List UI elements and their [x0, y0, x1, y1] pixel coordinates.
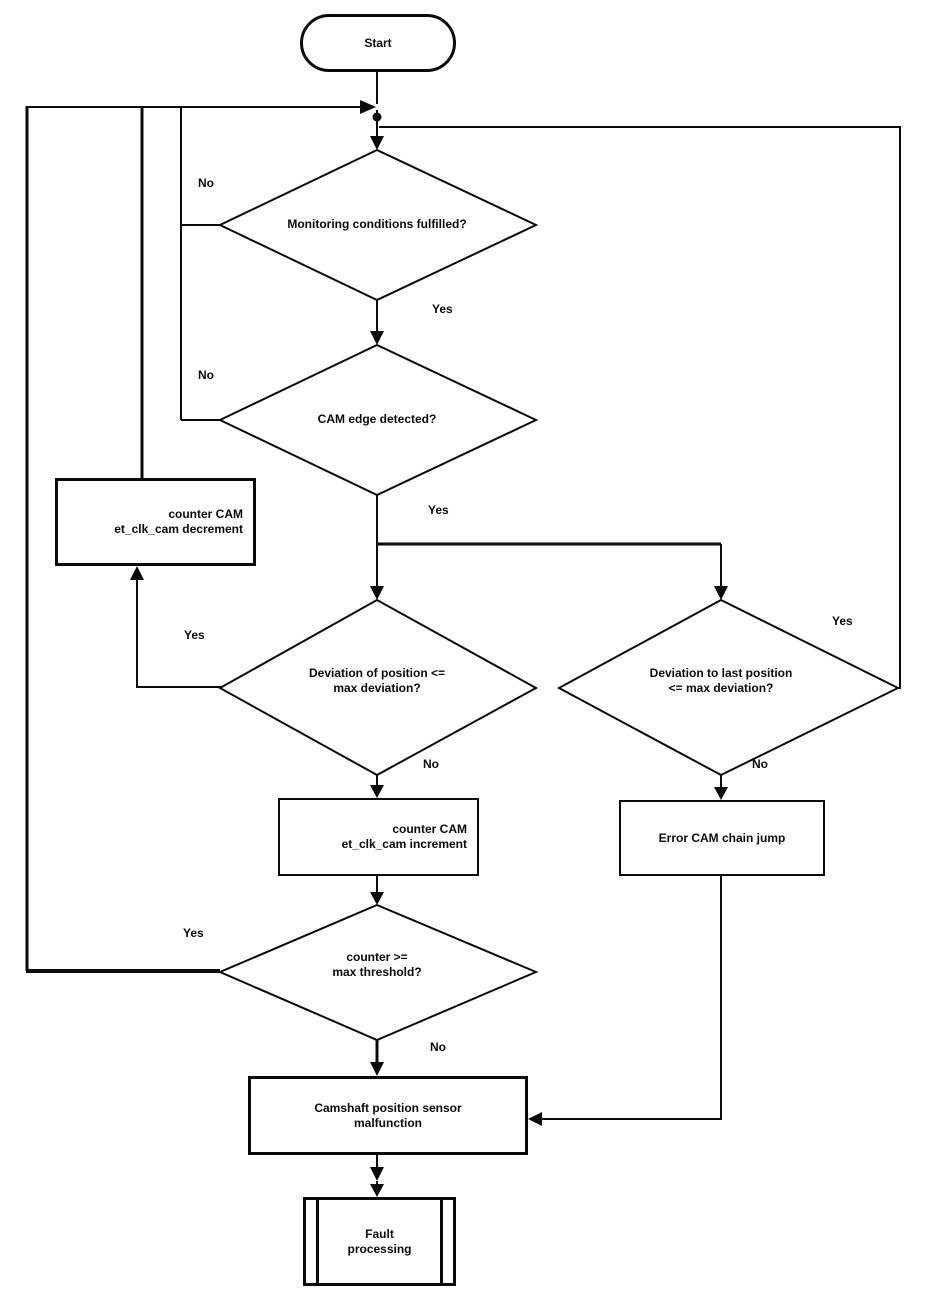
arrowhead-deviation-last: [714, 586, 728, 600]
decision-camedge-shape: [217, 343, 539, 497]
deviation-position-line2: max deviation?: [333, 681, 421, 695]
arrowhead-malfunction-top: [370, 1062, 384, 1076]
arrowhead-error: [714, 787, 728, 800]
malfunction-line2: malfunction: [354, 1115, 422, 1130]
arrowhead-fault: [370, 1184, 384, 1197]
counter-line2: max threshold?: [332, 965, 422, 979]
decision-monitoring-label: Monitoring conditions fulfilled?: [247, 217, 507, 232]
counter-line1: counter >=: [346, 950, 408, 964]
process-decrement: counter CAM et_clk_cam decrement: [55, 478, 256, 566]
decision-camedge-label: CAM edge detected?: [277, 412, 477, 427]
start-label: Start: [364, 35, 392, 50]
deviation-last-line2: <= max deviation?: [668, 681, 774, 695]
counter-yes-text: Yes: [183, 926, 204, 940]
counter-no-text: No: [430, 1040, 446, 1054]
label-camedge-yes: Yes: [428, 503, 449, 517]
deviation-last-line1: Deviation to last position: [649, 666, 793, 680]
decision-monitoring-shape: [217, 148, 539, 302]
decision-counter-shape: [217, 903, 539, 1042]
predefined-bar-right: [440, 1200, 443, 1283]
monitoring-text: Monitoring conditions fulfilled?: [287, 217, 467, 231]
deviation-position-line1: Deviation of position <=: [308, 666, 445, 680]
label-deviation-last-no: No: [752, 757, 768, 771]
arrowhead-monitoring: [370, 136, 384, 150]
label-monitoring-no: No: [198, 176, 214, 190]
deviation-position-yes-text: Yes: [184, 628, 205, 642]
arrowhead-decrement: [130, 566, 144, 580]
arrowhead-camedge: [370, 331, 384, 345]
label-deviation-position-yes: Yes: [184, 628, 205, 642]
monitoring-no-text: No: [198, 176, 214, 190]
decision-deviation-last-shape: [556, 598, 901, 777]
deviation-position-no-text: No: [423, 757, 439, 771]
decision-counter-label: counter >= max threshold?: [267, 950, 487, 980]
fault-line1: Fault: [365, 1226, 394, 1241]
label-deviation-position-no: No: [423, 757, 439, 771]
predefined-bar-left: [316, 1200, 319, 1283]
label-counter-no: No: [430, 1040, 446, 1054]
decision-deviation-position-label: Deviation of position <= max deviation?: [257, 666, 497, 696]
label-camedge-no: No: [198, 368, 214, 382]
decision-deviation-last-label: Deviation to last position <= max deviat…: [601, 666, 841, 696]
camedge-yes-text: Yes: [428, 503, 449, 517]
process-increment: counter CAM et_clk_cam increment: [278, 798, 479, 876]
camedge-text: CAM edge detected?: [317, 412, 437, 426]
label-counter-yes: Yes: [183, 926, 204, 940]
arrowhead-increment: [370, 785, 384, 798]
decision-deviation-position-shape: [217, 598, 539, 777]
deviation-last-yes-text: Yes: [832, 614, 853, 628]
edge-error-to-malfunction: [534, 875, 722, 1120]
label-monitoring-yes: Yes: [432, 302, 453, 316]
error-label: Error CAM chain jump: [658, 830, 786, 845]
increment-line2: et_clk_cam increment: [341, 837, 467, 851]
label-deviation-last-yes: Yes: [832, 614, 853, 628]
start-node: Start: [300, 14, 456, 72]
process-error: Error CAM chain jump: [619, 800, 825, 876]
fault-line2: processing: [347, 1241, 412, 1256]
decrement-line2: et_clk_cam decrement: [114, 522, 243, 536]
malfunction-line1: Camshaft position sensor: [314, 1100, 462, 1115]
process-malfunction: Camshaft position sensor malfunction: [248, 1076, 528, 1155]
edge-deviation-yes: [136, 572, 221, 688]
predefined-fault-processing: Fault processing: [303, 1197, 456, 1286]
arrowhead-into-junction: [360, 100, 376, 114]
arrowhead-counter: [370, 892, 384, 905]
camedge-no-text: No: [198, 368, 214, 382]
arrowhead-deviation-position: [370, 586, 384, 600]
increment-line1: counter CAM: [392, 822, 467, 836]
decrement-line1: counter CAM: [168, 507, 243, 521]
deviation-last-no-text: No: [752, 757, 768, 771]
arrowhead-malfunction-side: [528, 1112, 542, 1126]
arrowhead-fault-mid: [370, 1167, 384, 1181]
monitoring-yes-text: Yes: [432, 302, 453, 316]
